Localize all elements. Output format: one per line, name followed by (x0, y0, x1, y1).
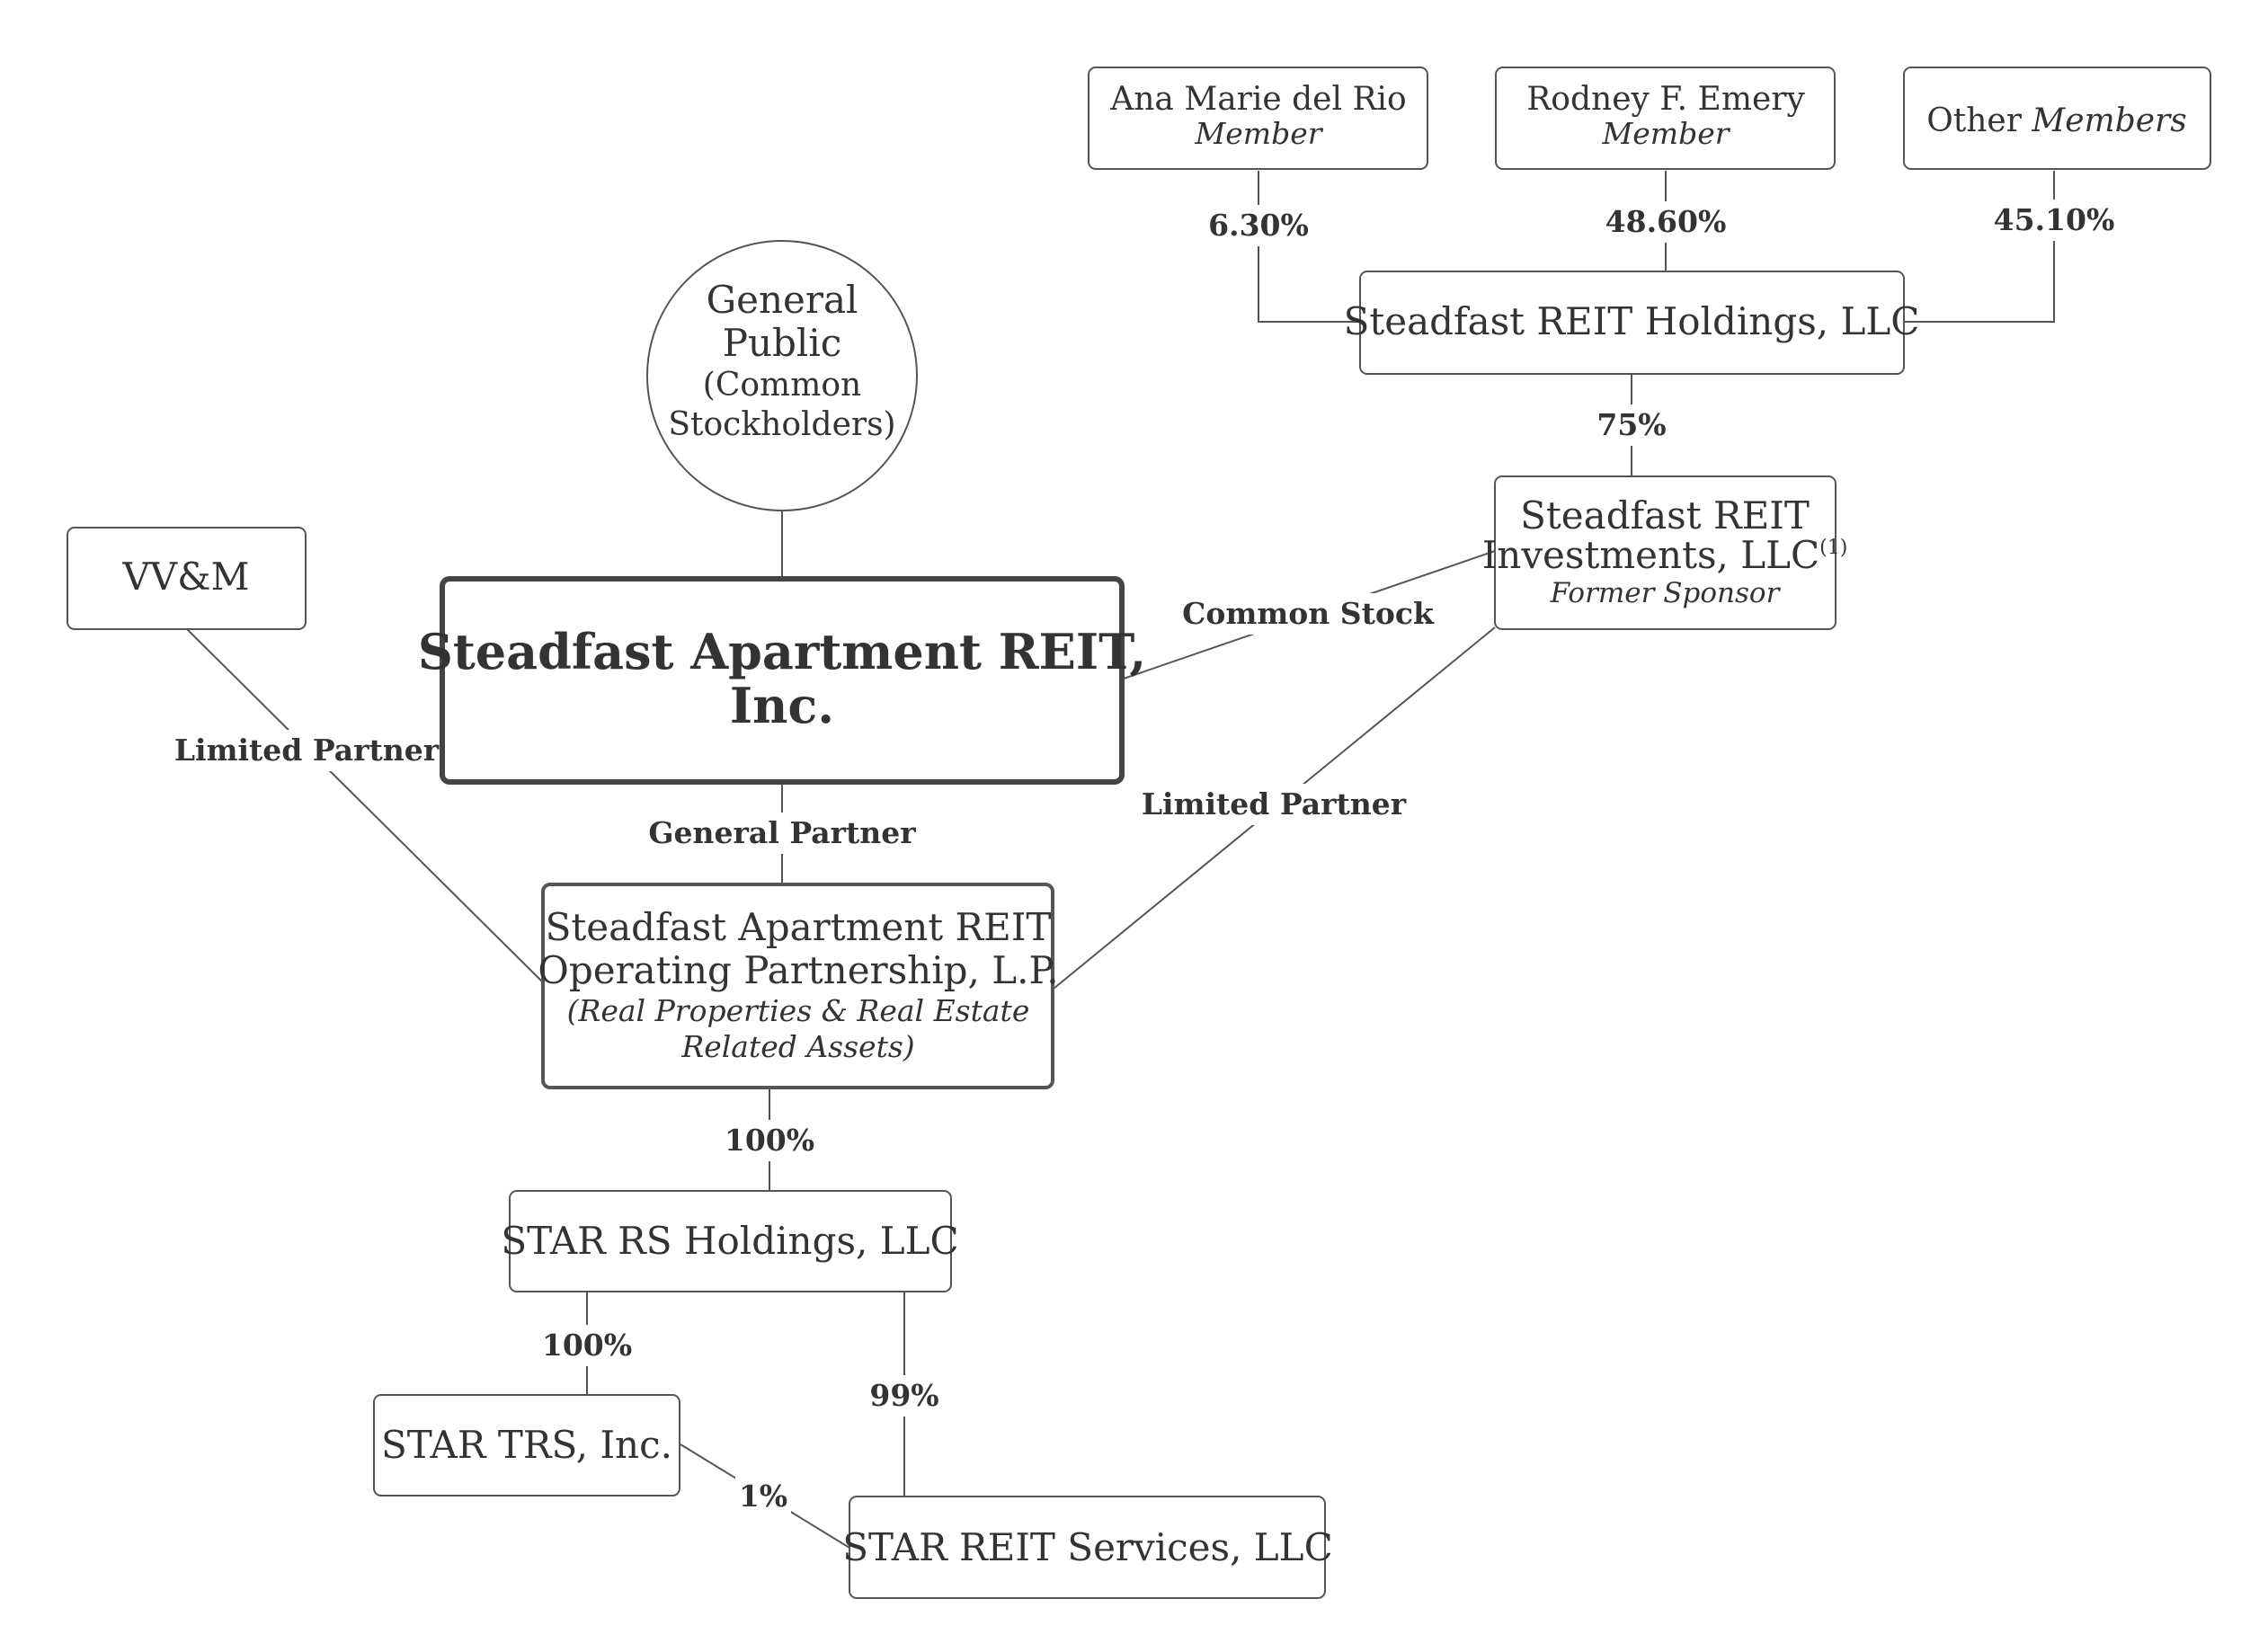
edge-label-vvm-limited-partner: Limited Partner (174, 733, 440, 768)
node-star-reit-services: STAR REIT Services, LLC (842, 1496, 1333, 1599)
connector-other-to-holdings (1904, 171, 2055, 323)
node-public-line2: Public (723, 321, 842, 365)
node-reit-line2: Inc. (730, 677, 834, 734)
node-rodney-role: Member (1601, 116, 1730, 151)
edge-label-trs-pct: 100% (542, 1328, 632, 1363)
node-reit-line1: Steadfast Apartment REIT, (418, 623, 1146, 680)
node-op-line1: Steadfast Apartment REIT (546, 905, 1052, 949)
node-op-line2: Operating Partnership, L.P. (538, 948, 1058, 992)
node-rodney-f-emery: Rodney F. Emery Member (1495, 67, 1836, 170)
node-vvm: VV&M (67, 527, 307, 630)
node-investments-line1: Steadfast REIT (1520, 493, 1810, 537)
node-public-line3: (Common (703, 367, 861, 404)
edge-labels: 6.30% 48.60% 45.10% 75% Common Stock Lim… (174, 200, 2115, 1517)
node-investments-line2: Investments, LLC (1482, 533, 1819, 577)
node-other-members: Other Members (1903, 67, 2211, 170)
node-steadfast-reit-investments: Steadfast REIT Investments, LLC(1) Forme… (1482, 475, 1848, 630)
edge-label-ana-pct: 6.30% (1208, 208, 1309, 243)
edge-label-services-pct: 99% (869, 1378, 938, 1413)
node-steadfast-reit-holdings: Steadfast REIT Holdings, LLC (1344, 271, 1920, 375)
node-other-role: Members (2031, 102, 2186, 139)
node-investments-line2-wrap: Investments, LLC(1) (1482, 533, 1848, 577)
connectors (186, 171, 2055, 1549)
connector-vvm-to-op (186, 628, 544, 983)
edge-label-op-pct: 100% (725, 1123, 814, 1158)
edge-label-trs-to-services-pct: 1% (739, 1479, 787, 1514)
node-star-trs: STAR TRS, Inc. (373, 1394, 680, 1497)
edge-label-common-stock: Common Stock (1182, 596, 1435, 631)
node-ana-name: Ana Marie del Rio (1109, 81, 1406, 118)
node-other-label: Other Members (1926, 102, 2186, 139)
node-vvm-name: VV&M (121, 555, 249, 599)
node-holdings-name: Steadfast REIT Holdings, LLC (1344, 299, 1920, 343)
node-public-line1: General (707, 278, 858, 322)
edge-label-holdings-pct: 75% (1596, 407, 1666, 442)
node-star-services-name: STAR REIT Services, LLC (842, 1525, 1332, 1569)
node-operating-partnership: Steadfast Apartment REIT Operating Partn… (538, 883, 1059, 1089)
node-investments-role: Former Sponsor (1550, 577, 1782, 609)
node-general-public: General Public (Common Stockholders) (646, 240, 918, 511)
node-ana-marie-del-rio: Ana Marie del Rio Member (1088, 67, 1428, 170)
node-ana-role: Member (1194, 116, 1323, 151)
node-public-line4: Stockholders) (668, 406, 895, 443)
node-investments-footnote: (1) (1819, 537, 1847, 559)
node-op-line4: Related Assets) (680, 1029, 914, 1064)
node-star-trs-name: STAR TRS, Inc. (381, 1423, 672, 1467)
node-other-prefix: Other (1926, 102, 2022, 139)
node-op-line3: (Real Properties & Real Estate (567, 993, 1030, 1028)
edge-label-rodney-pct: 48.60% (1605, 204, 1727, 239)
edge-label-other-pct: 45.10% (1994, 202, 2115, 237)
edge-label-general-partner: General Partner (648, 815, 916, 850)
node-star-rs-holdings: STAR RS Holdings, LLC (501, 1190, 959, 1292)
node-steadfast-apartment-reit: Steadfast Apartment REIT, Inc. (418, 576, 1146, 785)
node-rodney-name: Rodney F. Emery (1526, 81, 1805, 118)
edge-label-investments-limited-partner: Limited Partner (1142, 786, 1407, 822)
node-star-rs-name: STAR RS Holdings, LLC (501, 1219, 958, 1263)
